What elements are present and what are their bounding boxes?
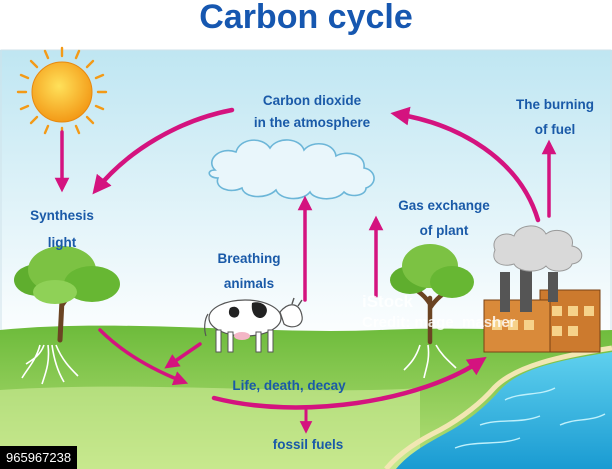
- shore: [384, 345, 612, 469]
- cloud-icon: [208, 139, 375, 200]
- label-gas-line2: of plant: [419, 223, 469, 238]
- page-title: Carbon cycle: [199, 0, 413, 36]
- arrow-cow-to-decay: [164, 342, 202, 369]
- label-synthesis-line1: Synthesis: [30, 208, 94, 223]
- label-burning: The burning of fuel: [500, 92, 610, 142]
- label-co2: Carbon dioxide in the atmosphere: [222, 90, 402, 134]
- sun-icon: [16, 46, 108, 138]
- label-co2-line2: in the atmosphere: [253, 115, 371, 130]
- watermark-credit: Credit: mage_masher: [362, 314, 516, 331]
- label-breathing: Breathing animals: [200, 246, 298, 296]
- label-co2-line1: Carbon dioxide: [262, 93, 362, 108]
- label-burning-line2: of fuel: [534, 122, 576, 137]
- label-synthesis: Synthesis light: [14, 202, 110, 256]
- label-gas-line1: Gas exchange: [398, 198, 490, 213]
- water: [396, 352, 612, 469]
- label-gas-exchange: Gas exchange of plant: [382, 193, 506, 243]
- cow-icon: [204, 297, 303, 353]
- arrow-co2-to-plants: [92, 107, 235, 195]
- label-burning-line1: The burning: [516, 97, 594, 112]
- arrow-tree-to-decay: [98, 328, 189, 386]
- label-breathing-line1: Breathing: [217, 251, 281, 266]
- arrow-decay-to-factory: [211, 356, 487, 410]
- cycle-arrows: [54, 106, 557, 434]
- factory-icon: [483, 225, 601, 353]
- tree-right: [390, 244, 474, 379]
- tree-left: [14, 246, 120, 385]
- label-decay: Life, death, decay: [232, 378, 346, 393]
- watermark-brand: iStock: [362, 292, 414, 311]
- water-waves: [454, 387, 606, 449]
- arrow-factory-to-co2: [390, 106, 541, 223]
- label-breathing-line2: animals: [223, 276, 275, 291]
- label-fossil: fossil fuels: [272, 437, 344, 452]
- image-id: 965967238: [0, 446, 78, 469]
- label-synthesis-line2: light: [47, 235, 77, 250]
